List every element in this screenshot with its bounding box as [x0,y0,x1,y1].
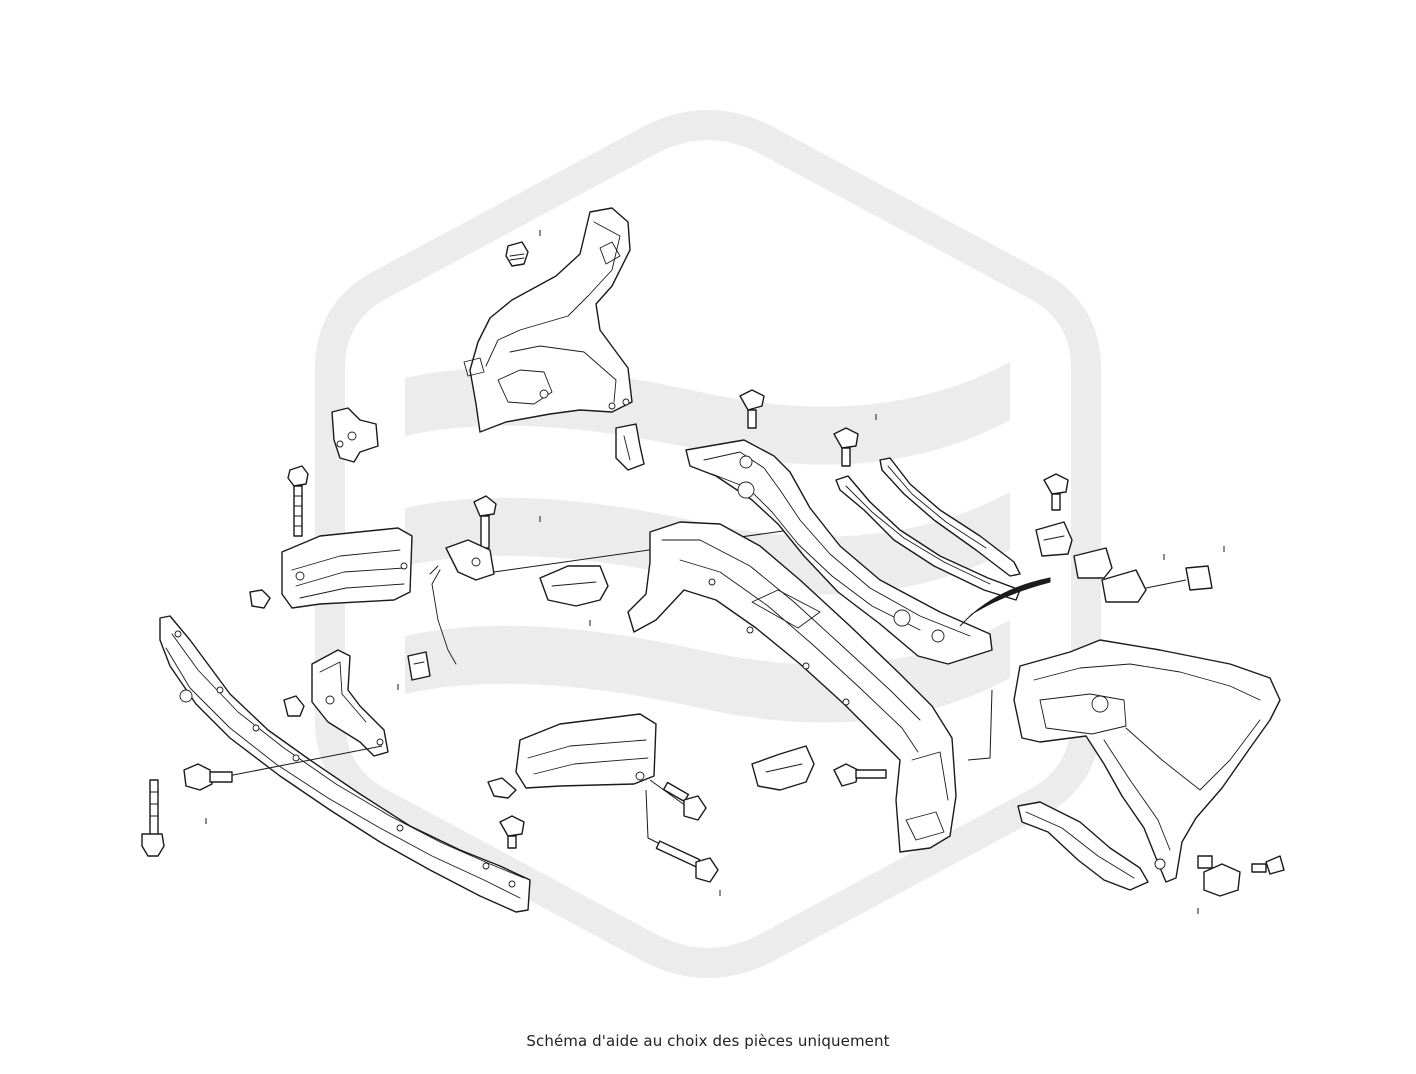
right-wheelhouse-panel[interactable] [1013,639,1281,883]
bolt-top-middle[interactable] [739,389,765,429]
leader-line-right-panel [967,689,993,761]
small-washer-lower[interactable] [487,777,517,799]
flange-nut-lower-right[interactable] [1197,855,1241,897]
u-clip[interactable] [407,651,431,681]
diagram-caption: Schéma d'aide au choix des pièces unique… [526,1032,890,1050]
left-lower-bracket[interactable] [311,649,389,757]
upper-seal-strip[interactable] [835,475,1021,601]
stop-buffer-right[interactable] [1185,565,1213,591]
clip-fastener-top[interactable] [505,241,529,267]
small-clip-left[interactable] [249,589,271,609]
lower-seal-strip[interactable] [879,457,1021,577]
leader-line-bolt-bracket [227,745,383,777]
front-bumper-beam[interactable] [159,615,531,913]
bolt-angled-2[interactable] [655,840,719,883]
leader-line-buffer [1145,579,1187,589]
latch-block-right-3[interactable] [1101,569,1147,603]
leader-line-bolt-b [645,789,665,847]
bolt-upper-right[interactable] [833,427,859,467]
stud-bolt-lower-left[interactable] [141,779,165,857]
plug-cap[interactable] [283,695,305,717]
lower-center-bracket[interactable] [515,713,657,789]
upper-left-wheelhouse-panel[interactable] [463,207,633,433]
hinge-bracket-left[interactable] [331,407,379,463]
right-lower-panel[interactable] [1017,801,1149,891]
bumper-guide-lower[interactable] [751,745,815,791]
upper-radiator-crossmember[interactable] [685,439,993,665]
left-frame-bracket[interactable] [281,527,413,609]
bolt-right-top[interactable] [1043,473,1069,511]
bolt-center-rail[interactable] [833,763,887,787]
bolt-angled-1[interactable] [662,781,707,821]
hood-latch-rod[interactable] [429,539,495,665]
watermark-hexagon [315,110,1101,978]
flange-bolt-left[interactable] [183,763,233,791]
bolt-center-left[interactable] [473,495,497,549]
latch-block-right-2[interactable] [1073,547,1113,579]
long-bolt-left[interactable] [287,465,309,537]
callout-ticks [205,230,1225,914]
small-bolt-lower-right[interactable] [1251,855,1285,875]
callout-arrow [959,577,1051,627]
leader-line-bolt-a [649,779,687,807]
latch-block-right-1[interactable] [1035,521,1073,557]
lower-center-frame-rail[interactable] [627,521,957,853]
bolt-lower-center[interactable] [499,815,525,849]
small-angle-bracket[interactable] [615,423,645,471]
bumper-guide-middle[interactable] [539,565,609,607]
